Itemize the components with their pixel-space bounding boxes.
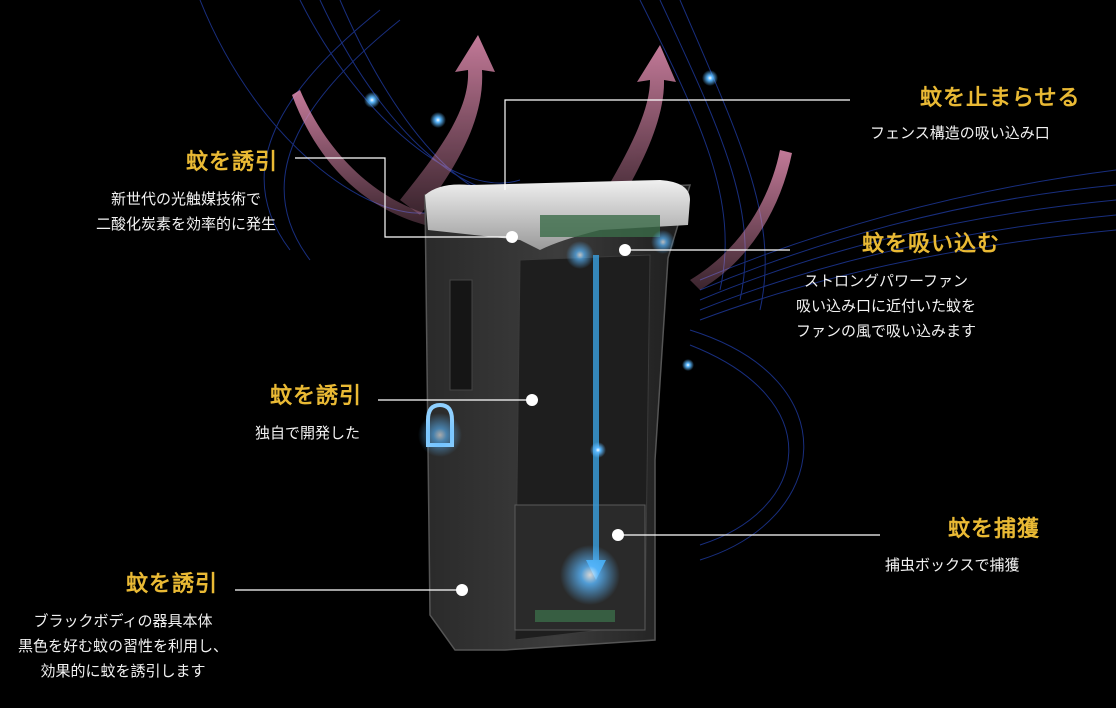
airflow-out-arrows: [292, 35, 792, 290]
callout-title-attract-photocatalyst: 蚊を誘引: [186, 150, 279, 175]
callout-desc-attract-photocatalyst: 新世代の光触媒技術で 二酸化炭素を効率的に発生: [96, 187, 276, 237]
desc-line: フェンス構造の吸い込み口: [870, 124, 1050, 142]
desc-line: ストロングパワーファン: [803, 272, 969, 290]
desc-line: ファンの風で吸い込みます: [796, 322, 977, 340]
desc-line: 新世代の光触媒技術で: [111, 190, 262, 208]
callout-desc-attract-black-body: ブラックボディの器具本体 黒色を好む蚊の習性を利用し、 効果的に蚊を誘引します: [18, 609, 228, 684]
desc-line: 独自で開発した: [255, 424, 361, 442]
leader-lines: [235, 99, 880, 591]
callout-dots: [456, 231, 631, 596]
callout-title-perch: 蚊を止まらせる: [920, 86, 1081, 111]
callout-title-capture: 蚊を捕獲: [948, 517, 1041, 542]
callout-desc-capture: 捕虫ボックスで捕獲: [885, 553, 1020, 578]
desc-line: 二酸化炭素を効率的に発生: [96, 215, 277, 233]
desc-line: 黒色を好む蚊の習性を利用し、: [18, 637, 229, 655]
swirl-lines: [199, 0, 1116, 561]
callout-desc-perch: フェンス構造の吸い込み口: [870, 121, 1050, 146]
callout-title-attract-black-body: 蚊を誘引: [126, 572, 219, 597]
callout-title-suction: 蚊を吸い込む: [862, 232, 1001, 257]
mosquito-glows: [364, 70, 718, 458]
desc-line: 捕虫ボックスで捕獲: [885, 556, 1020, 574]
desc-line: 効果的に蚊を誘引します: [40, 662, 206, 680]
callout-desc-suction: ストロングパワーファン 吸い込み口に近付いた蚊を ファンの風で吸い込みます: [796, 269, 976, 344]
callout-desc-attract-light: 独自で開発した: [255, 421, 360, 446]
desc-line: ブラックボディの器具本体: [33, 612, 213, 630]
desc-line: 吸い込み口に近付いた蚊を: [796, 297, 977, 315]
callout-title-attract-light: 蚊を誘引: [270, 384, 363, 409]
